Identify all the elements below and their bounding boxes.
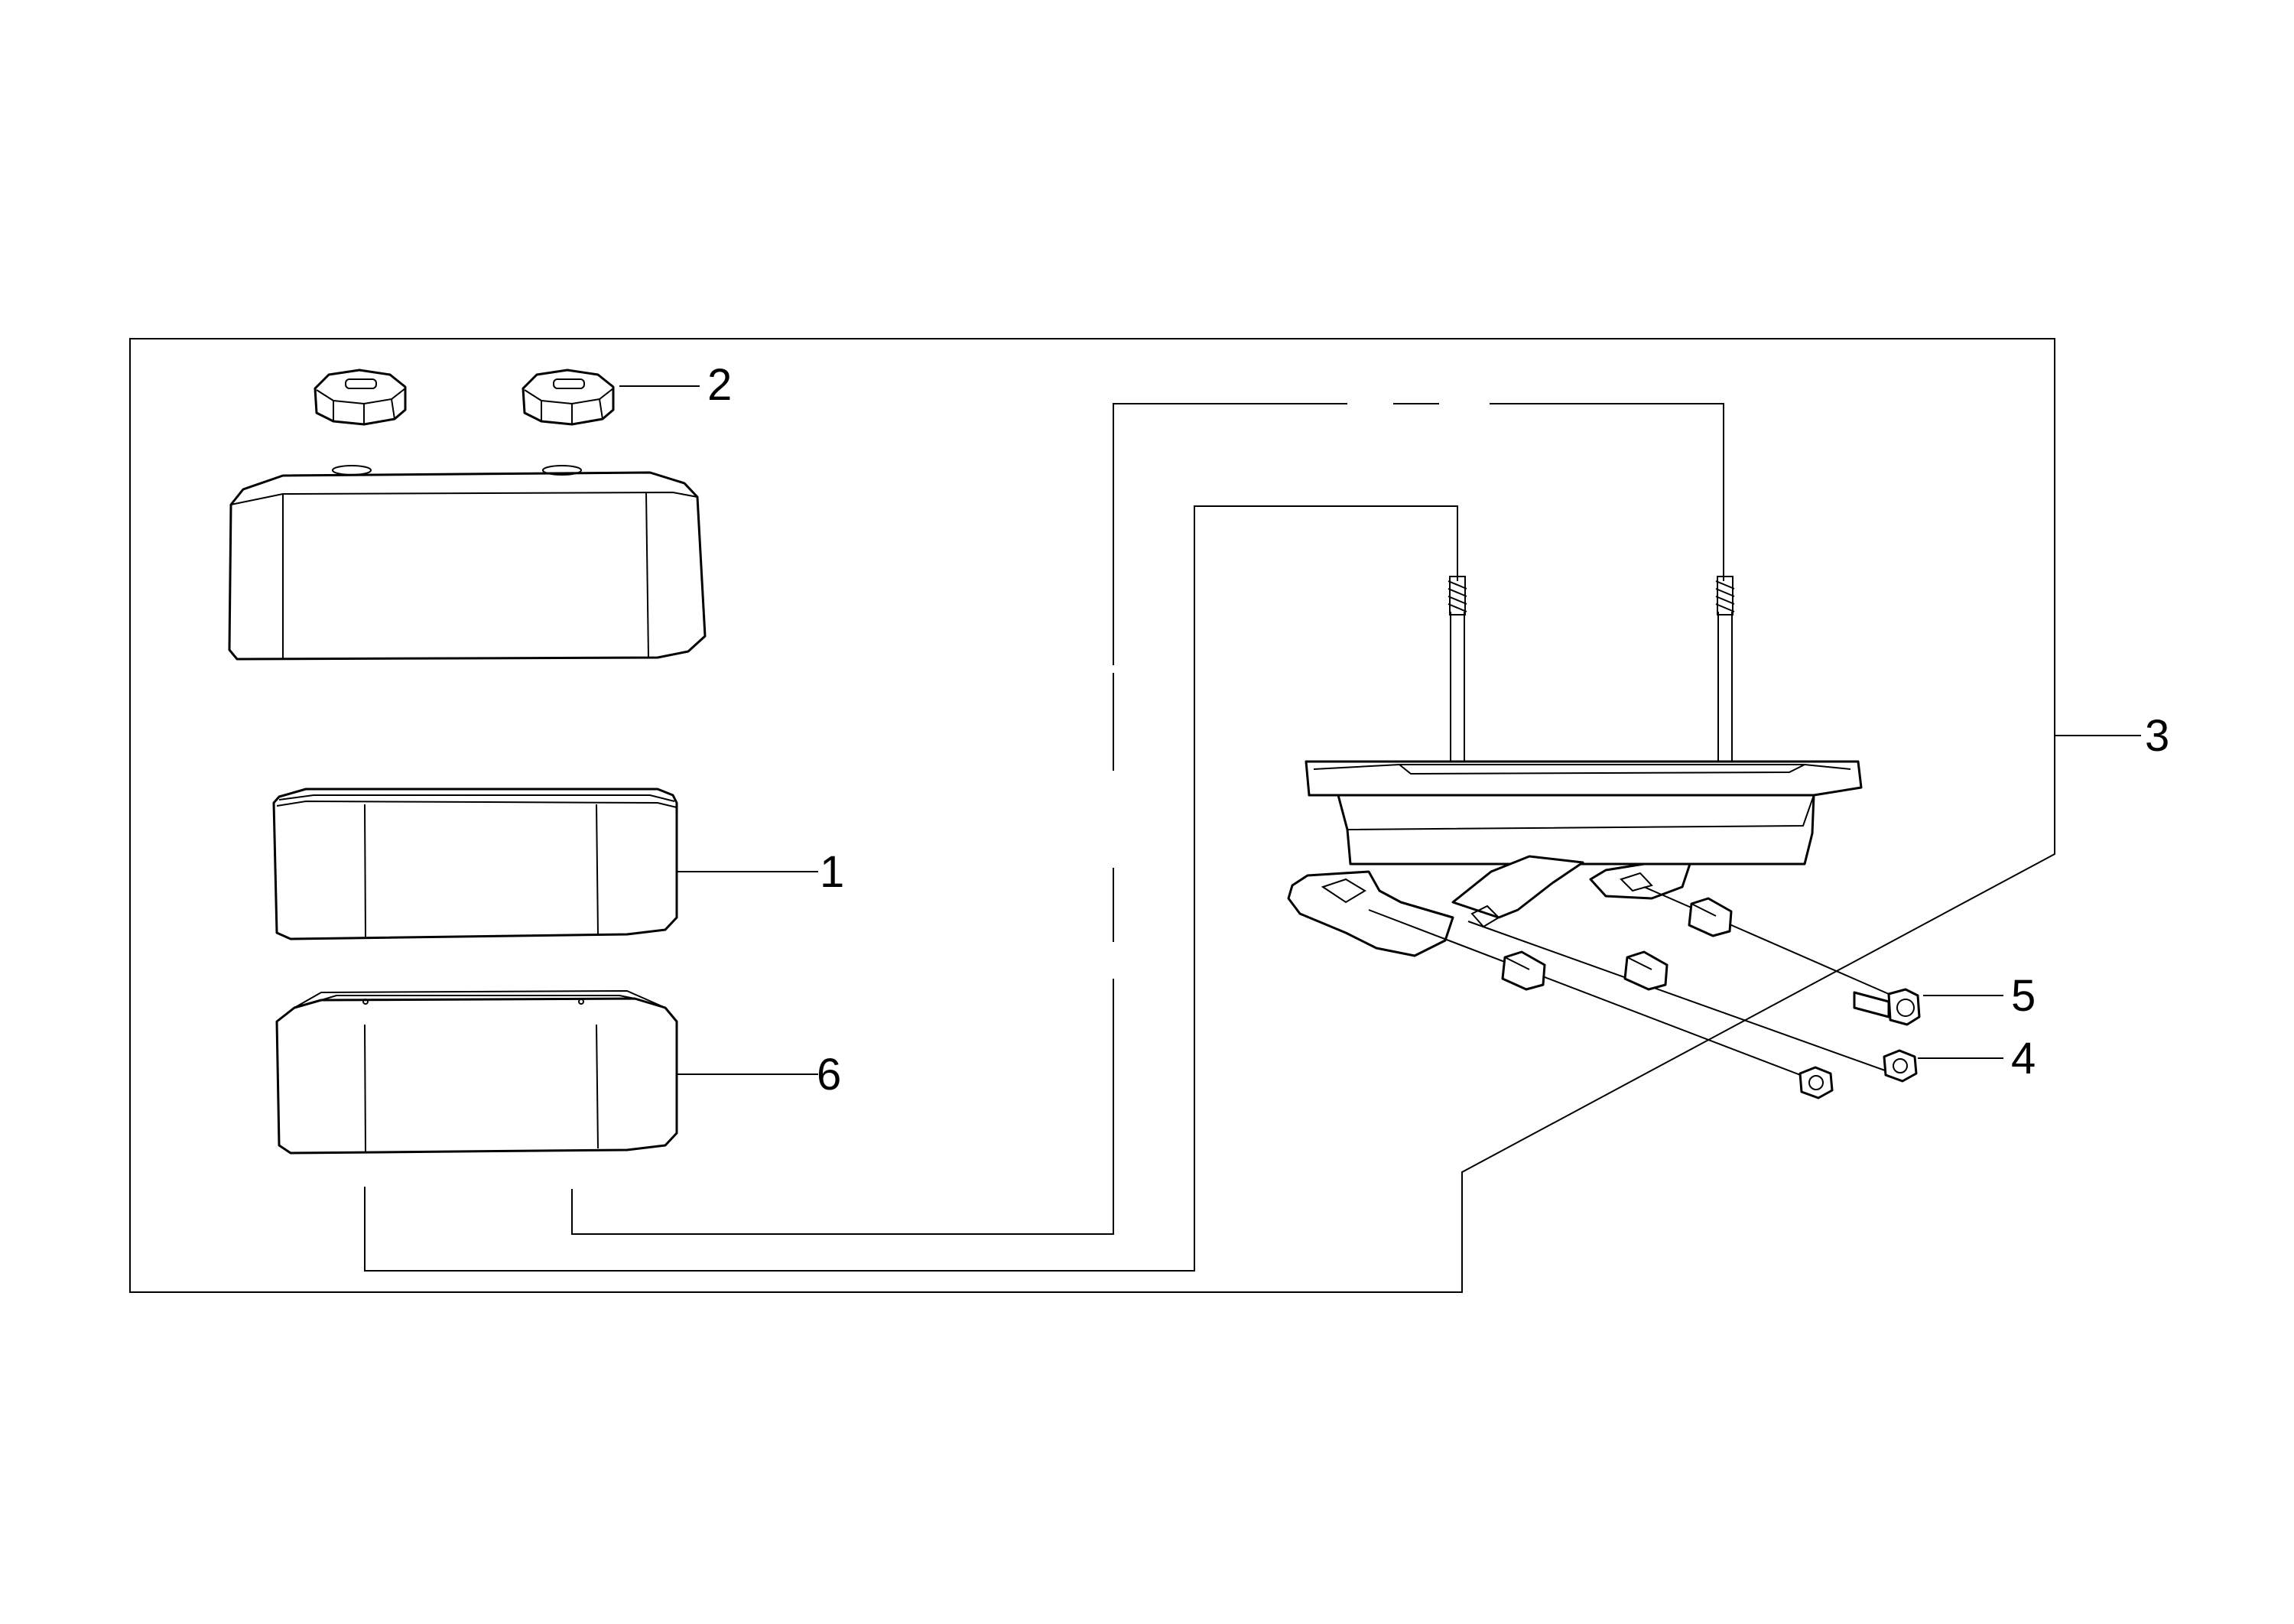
- part-2-knobs: [314, 369, 700, 426]
- part-4-nuts: [1798, 1049, 2003, 1099]
- stud-left: [1448, 576, 1467, 765]
- stud-right: [1715, 576, 1735, 765]
- callout-6: 6: [817, 1050, 841, 1099]
- part-1-filter-element: [272, 788, 818, 940]
- assembly-connection-lines: [364, 403, 1724, 1272]
- knob-left: [314, 369, 407, 426]
- fastener-axis-lines: [1368, 886, 1889, 1079]
- callout-3: 3: [2145, 711, 2169, 761]
- part-5-bolt: [1853, 988, 2003, 1026]
- assembly-frame: [129, 338, 2055, 1293]
- part-6-base: [275, 989, 818, 1155]
- callout-1: 1: [820, 847, 844, 897]
- filter-cover: [228, 465, 707, 661]
- callout-4: 4: [2011, 1034, 2036, 1083]
- nut-left: [1798, 1066, 1834, 1099]
- callout-2: 2: [707, 360, 732, 410]
- knob-right: [522, 369, 615, 426]
- nut-right: [1883, 1049, 1918, 1083]
- callout-5: 5: [2011, 971, 2036, 1021]
- part-3-bracket: [1287, 576, 2141, 957]
- spacers: [1501, 897, 1733, 991]
